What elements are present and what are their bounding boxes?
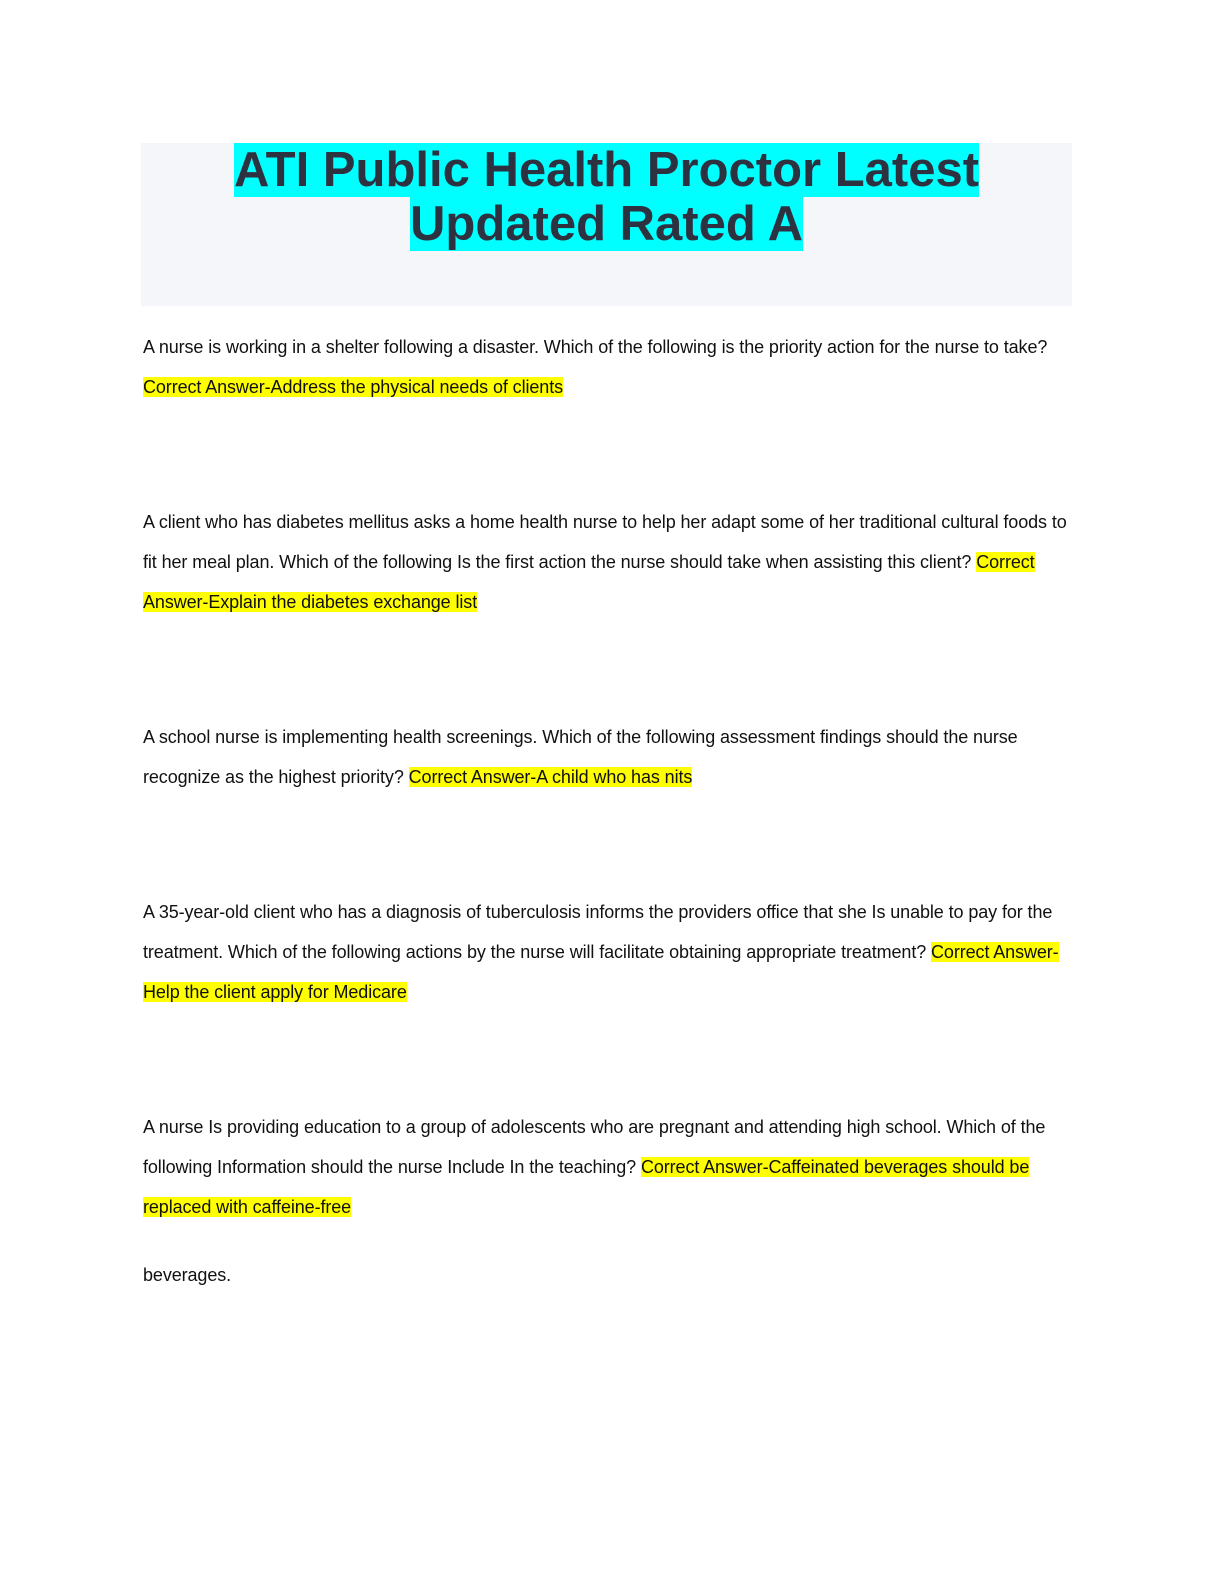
question-text: A school nurse is implementing health sc… [143,727,1018,787]
trailing-text: beverages. [143,1265,232,1285]
correct-answer: Correct Answer-Address the physical need… [143,377,563,397]
document-title: ATI Public Health Proctor Latest Updated… [141,143,1072,251]
question-2: A client who has diabetes mellitus asks … [143,502,1078,622]
question-text: A 35-year-old client who has a diagnosis… [143,902,1053,962]
title-text: ATI Public Health Proctor Latest Updated… [233,143,980,251]
question-text: A nurse Is providing education to a grou… [143,1117,1046,1177]
question-text: A client who has diabetes mellitus asks … [143,512,1067,572]
question-4: A 35-year-old client who has a diagnosis… [143,892,1078,1012]
question-1: A nurse is working in a shelter followin… [143,327,1078,407]
correct-answer: Correct Answer-A child who has nits [408,767,693,787]
question-text: A nurse is working in a shelter followin… [143,337,1048,357]
title-box: ATI Public Health Proctor Latest Updated… [141,143,1072,306]
question-3: A school nurse is implementing health sc… [143,717,1078,797]
question-5: A nurse Is providing education to a grou… [143,1107,1078,1227]
